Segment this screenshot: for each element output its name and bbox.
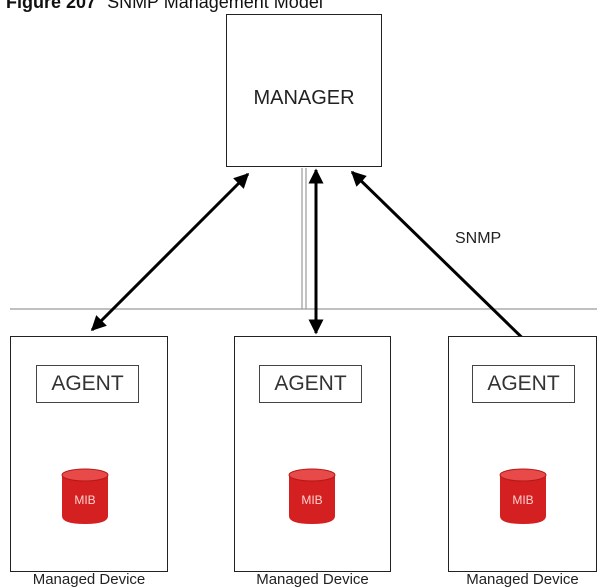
mib-label: MIB xyxy=(301,493,323,507)
figure-number: Figure 207 xyxy=(6,0,97,12)
figure-caption: Figure 207 SNMP Management Model xyxy=(6,0,323,12)
snmp-protocol-label: SNMP xyxy=(455,230,502,247)
snmp-arrow-right xyxy=(350,170,545,360)
agent-label-box: AGENT xyxy=(259,365,362,403)
managed-device-label: Managed Device xyxy=(256,571,369,588)
mib-database-icon xyxy=(499,468,547,524)
figure-title: SNMP Management Model xyxy=(107,0,323,12)
snmp-arrow-left xyxy=(90,172,250,332)
managed-device-box xyxy=(10,336,168,572)
mib-label: MIB xyxy=(74,493,96,507)
manager-box: MANAGER xyxy=(226,14,382,167)
manager-label: MANAGER xyxy=(253,87,355,109)
mib-database-icon xyxy=(61,468,109,524)
mib-database-icon xyxy=(288,468,336,524)
managed-device-label: Managed Device xyxy=(32,571,146,588)
agent-label-box: AGENT xyxy=(36,365,139,403)
managed-device-label: Managed Device xyxy=(466,571,579,588)
mib-label: MIB xyxy=(512,493,534,507)
agent-label-box: AGENT xyxy=(472,365,575,403)
